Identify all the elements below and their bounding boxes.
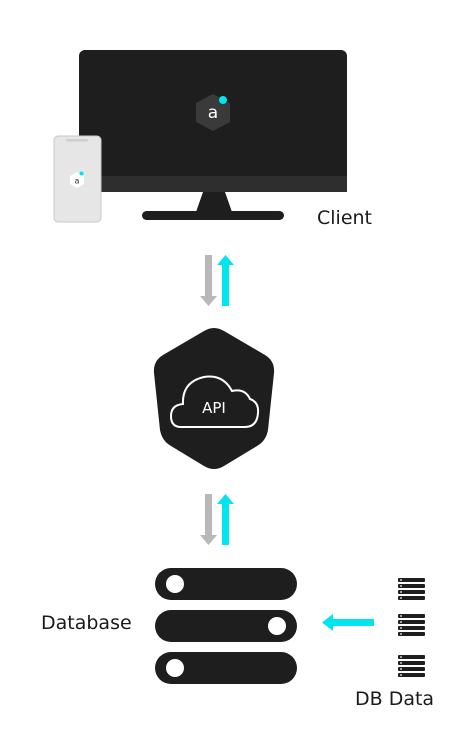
monitor-stand xyxy=(196,192,232,212)
app-logo-glyph: a xyxy=(208,103,218,123)
api-hexagon-icon xyxy=(153,328,275,469)
app-logo-icon: a xyxy=(196,94,230,131)
server-rack-unit xyxy=(398,578,425,600)
server-rack-unit xyxy=(398,614,425,636)
api-label: API xyxy=(202,399,226,417)
cyan-up-arrow-icon xyxy=(217,255,234,306)
mobile-phone-icon: a xyxy=(53,135,102,223)
gray-down-arrow-icon xyxy=(200,255,217,306)
monitor-base xyxy=(142,211,284,220)
gray-down-arrow-icon xyxy=(200,494,217,545)
cyan-up-arrow-icon xyxy=(217,494,234,545)
server-rack-unit xyxy=(398,655,425,677)
monitor-bezel xyxy=(79,176,347,192)
database-layer xyxy=(155,568,297,600)
database-label: Database xyxy=(41,612,132,634)
api-database-arrows-icon xyxy=(200,494,234,545)
cyan-left-arrow-icon xyxy=(322,614,374,631)
api-node: API xyxy=(153,328,275,469)
svg-text:a: a xyxy=(75,177,80,186)
desktop-monitor-icon: a xyxy=(79,50,347,220)
client-label: Client xyxy=(317,207,373,229)
database-layer xyxy=(155,610,297,642)
database-layer xyxy=(155,652,297,684)
database-stack-icon xyxy=(155,568,297,684)
cloud-icon xyxy=(169,375,260,428)
db-data-label: DB Data xyxy=(355,688,435,710)
phone-logo-icon: a xyxy=(70,171,84,188)
client-api-arrows-icon xyxy=(200,255,234,306)
server-rack-icon xyxy=(398,578,425,677)
